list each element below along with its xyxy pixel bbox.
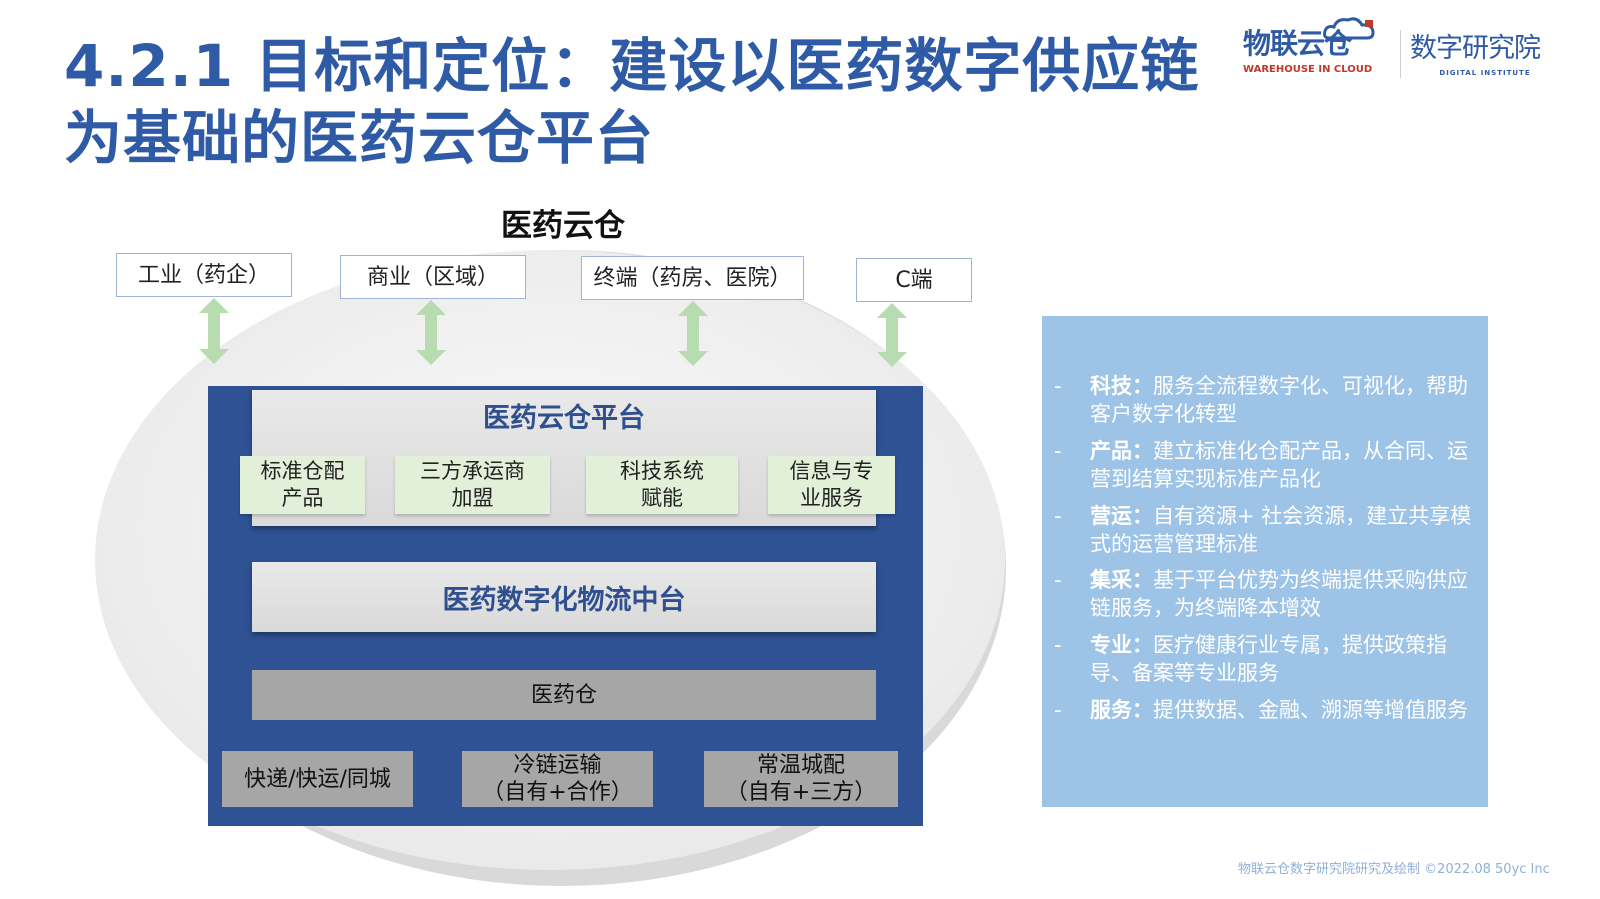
- arrow-industry: [199, 298, 229, 364]
- info-key: 营运：: [1090, 504, 1153, 528]
- bullet-dash: -: [1054, 568, 1062, 592]
- warehouse-in-cloud-logo: 物联云仓 WAREHOUSE IN CLOUD: [1243, 17, 1393, 82]
- info-key: 服务：: [1090, 698, 1153, 722]
- info-key: 集采：: [1090, 568, 1153, 592]
- logo-secondary-sub: DIGITAL INSTITUTE: [1439, 69, 1531, 77]
- box-commerce: 商业（区域）: [340, 255, 526, 299]
- logistics-middle-title: 医药数字化物流中台: [442, 584, 686, 616]
- module-tech-system: 科技系统赋能: [586, 456, 738, 514]
- info-text: 基于平台优势为终端提供采购供应链服务，为终端降本增效: [1090, 568, 1468, 620]
- cloud-icon: [1323, 17, 1375, 40]
- module-third-party-carrier: 三方承运商加盟: [395, 456, 550, 514]
- box-industry: 工业（药企）: [116, 253, 292, 297]
- module-line: 信息与专: [789, 459, 874, 483]
- bullet-dash: -: [1054, 504, 1062, 528]
- module-line: 产品: [281, 486, 324, 510]
- pharma-warehouse: 医药仓: [252, 670, 876, 720]
- module-line: 标准仓配: [260, 459, 345, 483]
- info-text: 自有资源+ 社会资源，建立共享模式的运营管理标准: [1090, 504, 1472, 556]
- logistics-middle-bar: 医药数字化物流中台: [252, 562, 876, 632]
- logo-secondary-text: 数字研究院: [1410, 33, 1541, 64]
- logo-primary-text: 物联云仓: [1243, 27, 1352, 60]
- module-line: 三方承运商: [420, 459, 525, 483]
- cold-chain-line: 冷链运输: [513, 753, 602, 778]
- arrow-commerce: [416, 300, 446, 365]
- info-key: 科技：: [1090, 374, 1153, 398]
- city-distribution-line: （自有+三方）: [725, 780, 877, 805]
- bullet-dash: -: [1054, 633, 1062, 657]
- cold-chain-box: 冷链运输（自有+合作）: [462, 751, 653, 807]
- box-consumer: C端: [856, 258, 972, 302]
- city-distribution-line: 常温城配: [756, 753, 845, 778]
- logo-primary-sub: WAREHOUSE IN CLOUD: [1243, 64, 1373, 75]
- info-key: 产品：: [1090, 439, 1153, 463]
- info-panel: - 科技：服务全流程数字化、可视化，帮助客户数字化转型 - 产品：建立标准化仓配…: [1042, 316, 1488, 807]
- arrow-terminal: [678, 301, 708, 366]
- bullet-dash: -: [1054, 374, 1062, 398]
- cold-chain-line: （自有+合作）: [482, 780, 633, 805]
- module-line: 加盟: [451, 486, 494, 510]
- module-line: 科技系统: [620, 459, 704, 483]
- info-text: 建立标准化仓配产品，从合同、运营到结算实现标准产品化: [1090, 439, 1468, 491]
- module-info-services: 信息与专业服务: [768, 456, 895, 514]
- module-line: 赋能: [641, 486, 683, 510]
- info-text: 提供数据、金融、溯源等增值服务: [1153, 698, 1468, 722]
- express-delivery-label: 快递/快运/同城: [244, 766, 391, 792]
- digital-institute-logo: 数字研究院 DIGITAL INSTITUTE: [1410, 26, 1560, 82]
- platform-title: 医药云仓平台: [483, 403, 645, 434]
- logo-divider: [1400, 30, 1401, 78]
- bullet-dash: -: [1054, 698, 1062, 722]
- info-key: 专业：: [1090, 633, 1153, 657]
- express-delivery-box: 快递/快运/同城: [222, 751, 413, 807]
- city-distribution-box: 常温城配（自有+三方）: [704, 751, 898, 807]
- module-standard-warehouse: 标准仓配产品: [240, 456, 365, 514]
- arrow-consumer: [877, 303, 907, 367]
- diagram-title: 医药云仓: [501, 208, 625, 244]
- info-text: 医疗健康行业专属，提供政策指导、备案等专业服务: [1090, 633, 1447, 685]
- module-line: 业服务: [800, 486, 863, 510]
- page-title: 4.2.1 目标和定位：建设以医药数字供应链为基础的医药云仓平台: [64, 32, 1200, 172]
- box-terminal: 终端（药房、医院）: [581, 256, 804, 300]
- info-text: 服务全流程数字化、可视化，帮助客户数字化转型: [1090, 374, 1468, 426]
- bullet-dash: -: [1054, 439, 1062, 463]
- footer-credit: 物联云仓数字研究院研究及绘制 ©2022.08 50yc Inc: [1238, 862, 1550, 877]
